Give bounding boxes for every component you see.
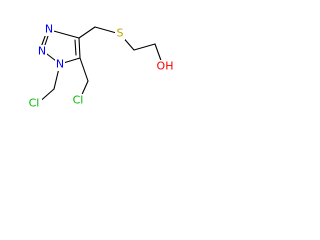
atom-cl2: Cl xyxy=(71,94,86,107)
atom-label-n2: N xyxy=(45,23,53,36)
atom-label-oh: OH xyxy=(157,60,174,73)
atom-label-s: S xyxy=(117,27,124,40)
atom-label-cl1: Cl xyxy=(29,97,40,110)
atom-n1: N xyxy=(55,58,65,71)
atom-cl1: Cl xyxy=(27,97,42,110)
atom-labels: N N N S Cl Cl OH xyxy=(27,23,174,110)
bond-c5-c4-double xyxy=(74,39,77,56)
bond-c4-n2 xyxy=(49,29,80,39)
bond-c5-c4 xyxy=(78,37,81,59)
atom-s: S xyxy=(115,27,125,40)
atom-n3: N xyxy=(37,45,47,58)
atom-n2: N xyxy=(44,23,54,36)
atom-label-cl2: Cl xyxy=(73,94,84,107)
bond-c4-ch2 xyxy=(78,26,96,39)
atom-oh: OH xyxy=(156,60,174,73)
bond-c5-ch2 xyxy=(79,57,89,82)
atom-label-n3: N xyxy=(38,45,46,58)
chemical-structure: N N N S Cl Cl OH xyxy=(27,23,174,110)
bond-ch2-ch2 xyxy=(133,43,156,51)
atom-label-n1: N xyxy=(56,58,64,71)
